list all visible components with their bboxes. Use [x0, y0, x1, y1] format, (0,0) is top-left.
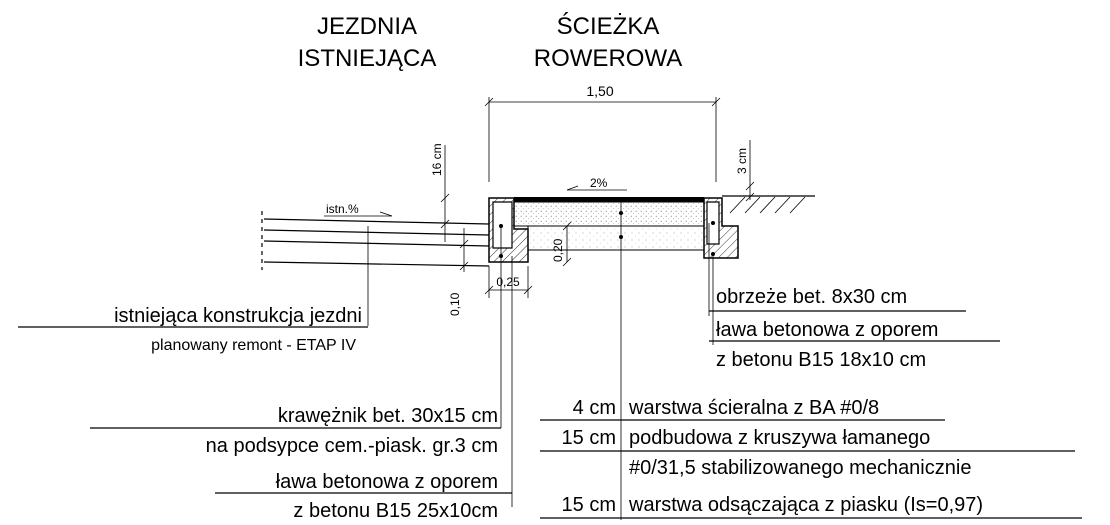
edge-note-1: obrzeże bet. 8x30 cm — [716, 286, 907, 308]
edge-height-label: 3 cm — [735, 148, 749, 174]
header-existing-road: JEZDNIA ISTNIEJĄCA — [298, 13, 437, 72]
width-dimension: 1,50 — [484, 83, 721, 182]
layer-1-desc: warstwa ścieralna z BA #0/8 — [628, 397, 879, 419]
layer-2-desc: podbudowa z kruszywa łamanego — [629, 427, 930, 449]
header-bike-path: ŚCIEŻKA ROWEROWA — [534, 12, 682, 72]
road-note-sub: planowany remont - ETAP IV — [151, 337, 356, 354]
curb-note-3: ława betonowa z oporem — [276, 471, 498, 493]
path-slope-label: 2% — [590, 176, 608, 190]
layer-2-desc-cont: #0/31,5 stabilizowanego mechanicznie — [629, 457, 971, 479]
curb-left — [488, 197, 529, 263]
curb-note-1: krawężnik bet. 30x15 cm — [278, 405, 498, 427]
edge-note-3: z betonu B15 18x10 cm — [716, 349, 926, 371]
curb-notes: krawężnik bet. 30x15 cm na podsypce cem.… — [90, 226, 513, 522]
header-right-line1: ŚCIEŻKA — [557, 12, 660, 40]
road-slope-label: istn.% — [326, 202, 359, 216]
path-layers: 2% 0,20 — [513, 176, 705, 267]
layer-3-thickness: 15 cm — [562, 494, 616, 516]
curb-height-label: 16 cm — [430, 143, 444, 176]
layer-1-thickness: 4 cm — [573, 397, 616, 419]
edge-notes: obrzeże bet. 8x30 cm ława betonowa z opo… — [708, 223, 1000, 371]
road-note-main: istniejąca konstrukcja jezdni — [114, 305, 362, 327]
curb-note-2: na podsypce cem.-piask. gr.3 cm — [206, 435, 498, 457]
header-left-line1: JEZDNIA — [317, 13, 417, 40]
layer-notes: 4 cm warstwa ścieralna z BA #0/8 15 cm p… — [540, 200, 1082, 520]
edge-right: 3 cm — [703, 140, 815, 259]
curb-bench-depth-label: 0,10 — [448, 292, 462, 316]
curb-height-dimension: 16 cm 0,10 0,25 — [430, 143, 533, 316]
width-label: 1,50 — [586, 83, 613, 99]
curb-width-label: 0,25 — [496, 275, 520, 289]
header-left-line2: ISTNIEJĄCA — [298, 45, 437, 72]
existing-road: istn.% — [261, 202, 490, 326]
layer-2-thickness: 15 cm — [562, 427, 616, 449]
header-right-line2: ROWEROWA — [534, 45, 682, 72]
road-note: istniejąca konstrukcja jezdni planowany … — [18, 305, 368, 354]
layer-3-desc: warstwa odsączająca z piasku (Is=0,97) — [628, 494, 983, 516]
curb-note-4: z betonu B15 25x10cm — [293, 500, 498, 522]
layer-depth-label: 0,20 — [551, 238, 565, 262]
edge-note-2: ława betonowa z oporem — [716, 319, 938, 341]
